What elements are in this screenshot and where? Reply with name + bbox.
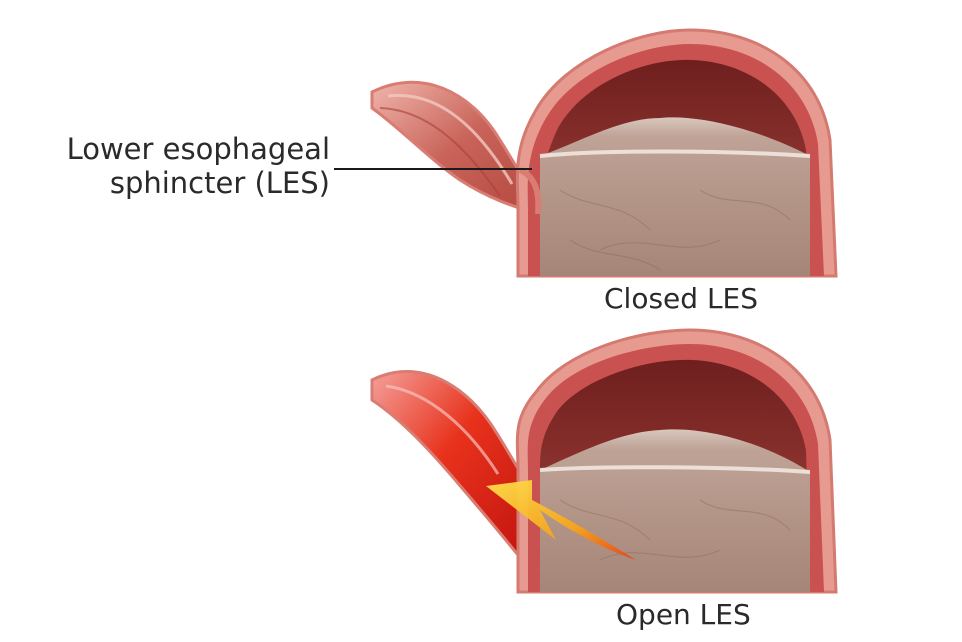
les-leader-line [334,168,532,170]
esophagus-open [370,370,528,565]
les-label-line1: Lower esophageal [66,132,330,166]
les-label: Lower esophageal sphincter (LES) [30,132,330,200]
stomach-content-closed [540,117,810,276]
stomach-content-open [540,429,810,592]
les-label-line2: sphincter (LES) [109,166,330,200]
open-les-caption: Open LES [616,598,751,631]
esophagus-closed [370,80,538,214]
closed-les-caption: Closed LES [604,282,759,315]
reflux-arrow-icon [486,480,636,560]
closed-les-illustration [370,28,838,278]
open-les-illustration [370,328,838,594]
